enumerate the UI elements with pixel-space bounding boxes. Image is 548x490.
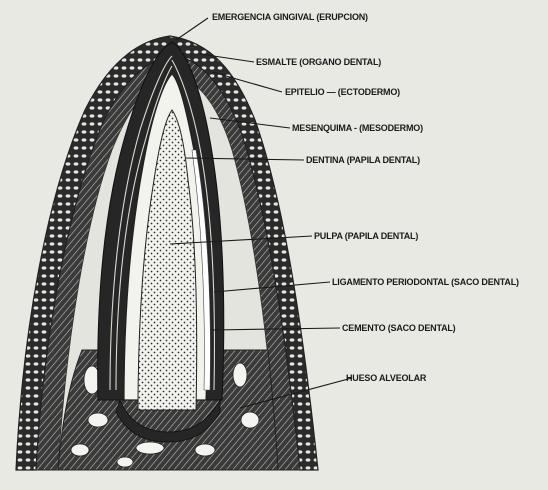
label-hueso-alveolar: HUESO ALVEOLAR — [346, 373, 426, 383]
label-ligamento: LIGAMENTO PERIODONTAL (SACO DENTAL) — [332, 277, 519, 287]
label-pulpa: PULPA (PAPILA DENTAL) — [314, 231, 418, 241]
label-cemento: CEMENTO (SACO DENTAL) — [342, 323, 455, 333]
label-epitelio: EPITELIO — (ECTODERMO) — [285, 87, 400, 97]
label-dentina: DENTINA (PAPILA DENTAL) — [306, 155, 420, 165]
label-esmalte: ESMALTE (ORGANO DENTAL) — [256, 57, 381, 67]
label-emergencia-gingival: EMERGENCIA GINGIVAL (ERUPCION) — [212, 12, 368, 22]
label-mesenquima: MESENQUIMA - (MESODERMO) — [292, 123, 423, 133]
